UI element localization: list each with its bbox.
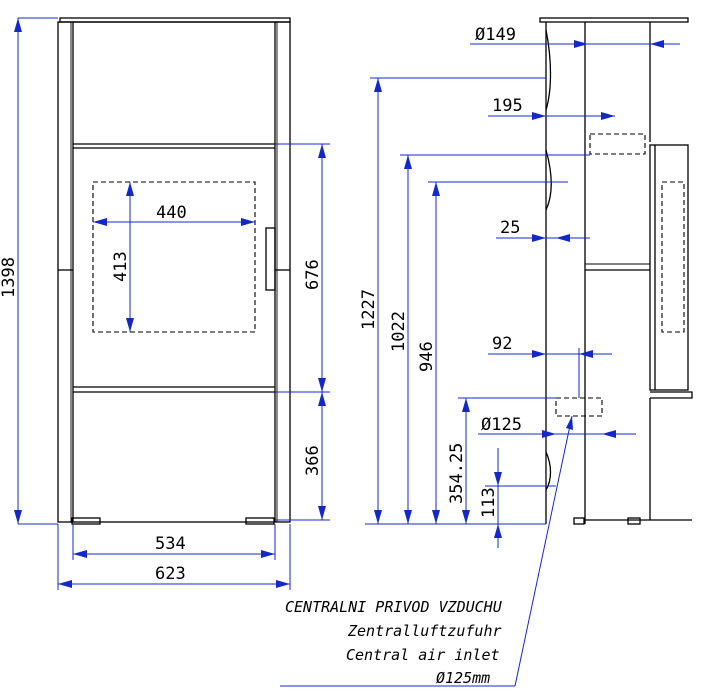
side-view <box>539 17 693 525</box>
dim-rear-outlet-height: 1022 <box>389 311 409 352</box>
dim-base-outer: 623 <box>155 564 186 584</box>
dim-rear-outlet-center: 946 <box>417 341 437 372</box>
note-line-diameter: Ø125mm <box>436 669 490 687</box>
dim-flue-depth: 195 <box>492 96 523 116</box>
note-line-english: Central air inlet <box>346 646 500 664</box>
dim-glass-width: 440 <box>156 203 187 223</box>
dim-flue-height: 1227 <box>359 289 379 330</box>
dim-total-height: 1398 <box>0 257 19 298</box>
front-dimensions: 1398 440 413 676 366 534 623 <box>0 17 330 590</box>
note-line-german: Zentralluftzufuhr <box>347 622 502 640</box>
front-view <box>57 17 291 525</box>
note-line-slovene: CENTRALNI PRIVOD VZDUCHU <box>285 598 503 616</box>
dim-base-inner: 534 <box>155 534 186 554</box>
dim-bottom-height: 366 <box>303 445 323 476</box>
dim-flue-diameter: Ø149 <box>475 25 516 45</box>
dim-inlet-height: 354.25 <box>447 443 467 504</box>
dim-glass-height: 413 <box>111 251 131 282</box>
dim-side-depth: 25 <box>500 218 520 238</box>
dim-inlet-diameter: Ø125 <box>481 415 522 435</box>
dim-inlet-depth: 92 <box>492 334 512 354</box>
dim-inlet-bottom: 113 <box>479 487 499 518</box>
air-inlet-note: CENTRALNI PRIVOD VZDUCHU Zentralluftzufu… <box>280 415 573 687</box>
side-dimensions: Ø149 195 1227 1022 946 25 92 Ø125 <box>359 25 680 548</box>
dim-door-height: 676 <box>303 259 323 290</box>
